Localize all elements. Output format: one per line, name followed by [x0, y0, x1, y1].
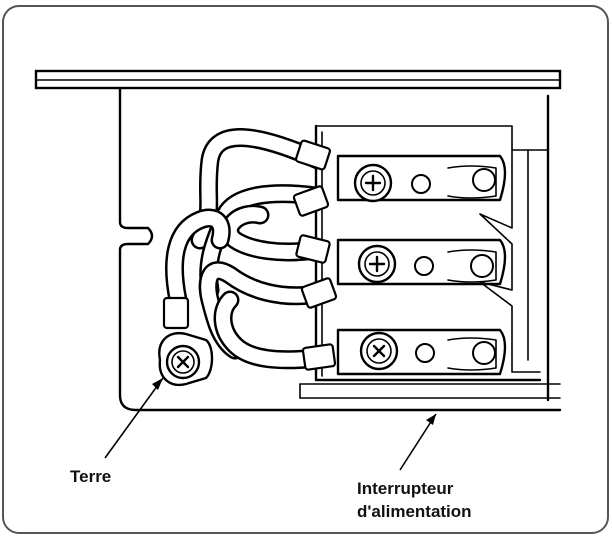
ground-leader-arrow [152, 378, 163, 390]
top-rail [34, 69, 562, 90]
ground-leader-line [104, 377, 164, 459]
wire-bundle [165, 128, 328, 370]
ground-label: Terre [70, 467, 112, 486]
terminal-row-3 [336, 328, 507, 376]
switch-leader-arrow [426, 414, 436, 425]
ground-terminal [158, 331, 214, 387]
wire-ferrules [162, 139, 338, 371]
power-switch-label: Interrupteur d'alimentation [357, 478, 472, 524]
chassis-plate [118, 86, 562, 412]
terminal-row-1 [336, 154, 507, 203]
switch-housing [314, 94, 550, 402]
power-switch-label-line2: d'alimentation [357, 501, 472, 521]
outer-frame [2, 5, 609, 534]
power-switch-label-line1: Interrupteur [357, 479, 454, 498]
terminal-row-2 [336, 238, 507, 286]
switch-leader-line [399, 413, 437, 471]
